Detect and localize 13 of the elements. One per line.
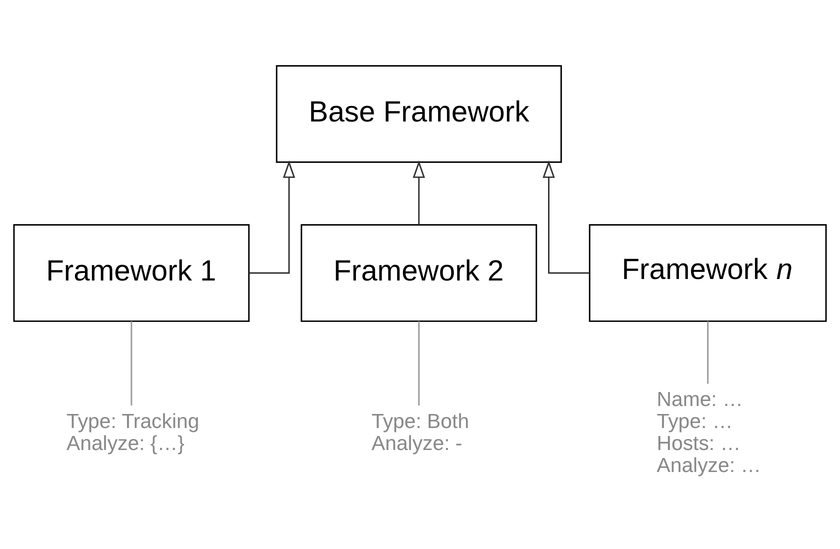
node-text: Type: Tracking Analyze: {…} xyxy=(66,411,200,455)
node-box: Framework n xyxy=(588,224,827,322)
node-text: Type: Both Analyze: - xyxy=(371,411,470,455)
node-box: Framework 1 xyxy=(13,224,250,322)
connector xyxy=(130,321,132,406)
connector xyxy=(707,321,709,384)
arrow xyxy=(412,160,426,225)
connector xyxy=(418,321,420,406)
node-box: Framework 2 xyxy=(300,224,538,322)
arrow xyxy=(249,160,296,274)
arrow xyxy=(542,160,590,274)
node-box: Base Framework xyxy=(276,65,562,163)
node-text: Name: … Type: … Hosts: … Analyze: … xyxy=(656,389,762,477)
